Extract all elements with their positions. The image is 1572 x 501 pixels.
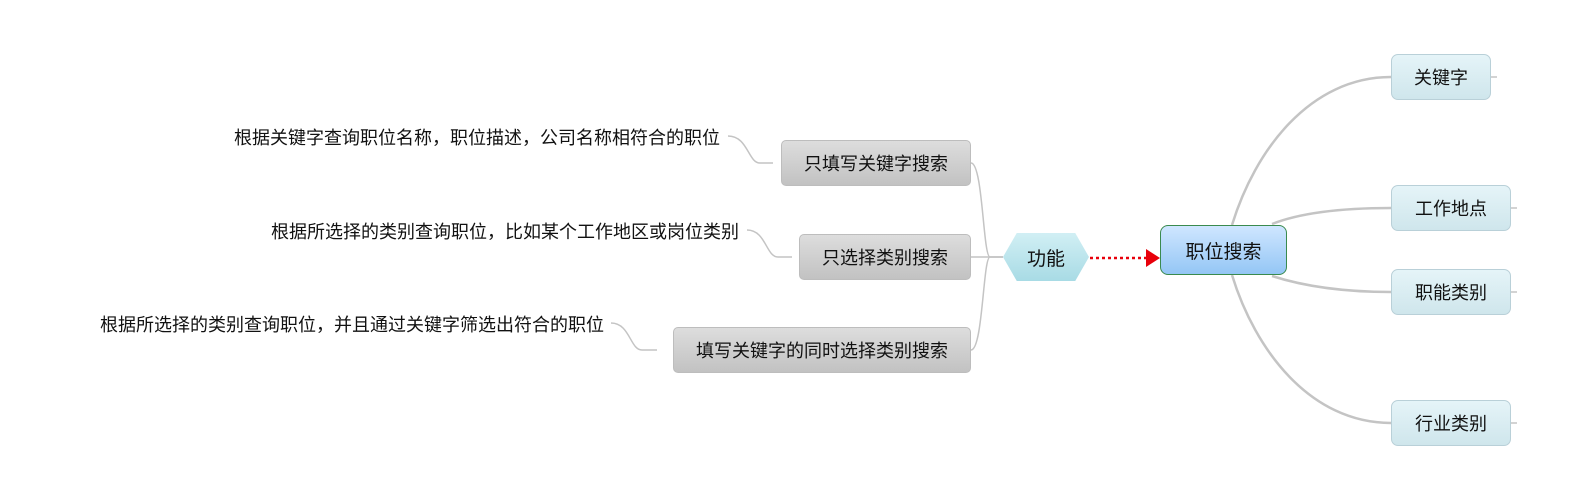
desc-line-2	[746, 229, 792, 258]
topic-location[interactable]: 工作地点	[1391, 185, 1511, 231]
topic-industry-label: 行业类别	[1415, 414, 1487, 435]
branch-line-location	[1271, 206, 1392, 226]
branch-line-function-type	[1271, 274, 1392, 294]
description-keyword-only: 根据关键字查询职位名称，职位描述，公司名称相符合的职位	[234, 128, 720, 149]
topic-keyword-and-category-search[interactable]: 填写关键字的同时选择类别搜索	[673, 327, 971, 373]
description-keyword-and-category: 根据所选择的类别查询职位，并且通过关键字筛选出符合的职位	[100, 315, 604, 336]
branch-line-topic-3	[970, 256, 1003, 351]
relationship-arrowhead	[1146, 249, 1160, 267]
desc-line-1	[727, 135, 773, 164]
branch-line-topic-1	[970, 162, 1003, 258]
function-topic-label: 功能	[1026, 247, 1065, 270]
desc-line-3	[610, 322, 657, 351]
topic-category-only-search[interactable]: 只选择类别搜索	[799, 234, 971, 280]
topic-function-type[interactable]: 职能类别	[1391, 269, 1511, 315]
topic-keyword-label: 关键字	[1414, 68, 1468, 89]
topic-category-only-search-label: 只选择类别搜索	[822, 248, 948, 269]
branch-line-industry	[1230, 274, 1392, 425]
topic-location-label: 工作地点	[1415, 199, 1487, 220]
central-topic-label: 职位搜索	[1185, 240, 1262, 263]
topic-keyword-only-search[interactable]: 只填写关键字搜索	[781, 140, 971, 186]
topic-keyword-and-category-search-label: 填写关键字的同时选择类别搜索	[696, 341, 948, 362]
topic-industry[interactable]: 行业类别	[1391, 400, 1511, 446]
description-category-only: 根据所选择的类别查询职位，比如某个工作地区或岗位类别	[271, 222, 739, 243]
topic-keyword-only-search-label: 只填写关键字搜索	[804, 154, 948, 175]
topic-keyword[interactable]: 关键字	[1391, 54, 1491, 100]
central-topic[interactable]: 职位搜索	[1160, 225, 1287, 275]
branch-line-keyword	[1230, 75, 1392, 226]
topic-function-type-label: 职能类别	[1415, 283, 1487, 304]
function-topic[interactable]: 功能	[1003, 233, 1089, 281]
